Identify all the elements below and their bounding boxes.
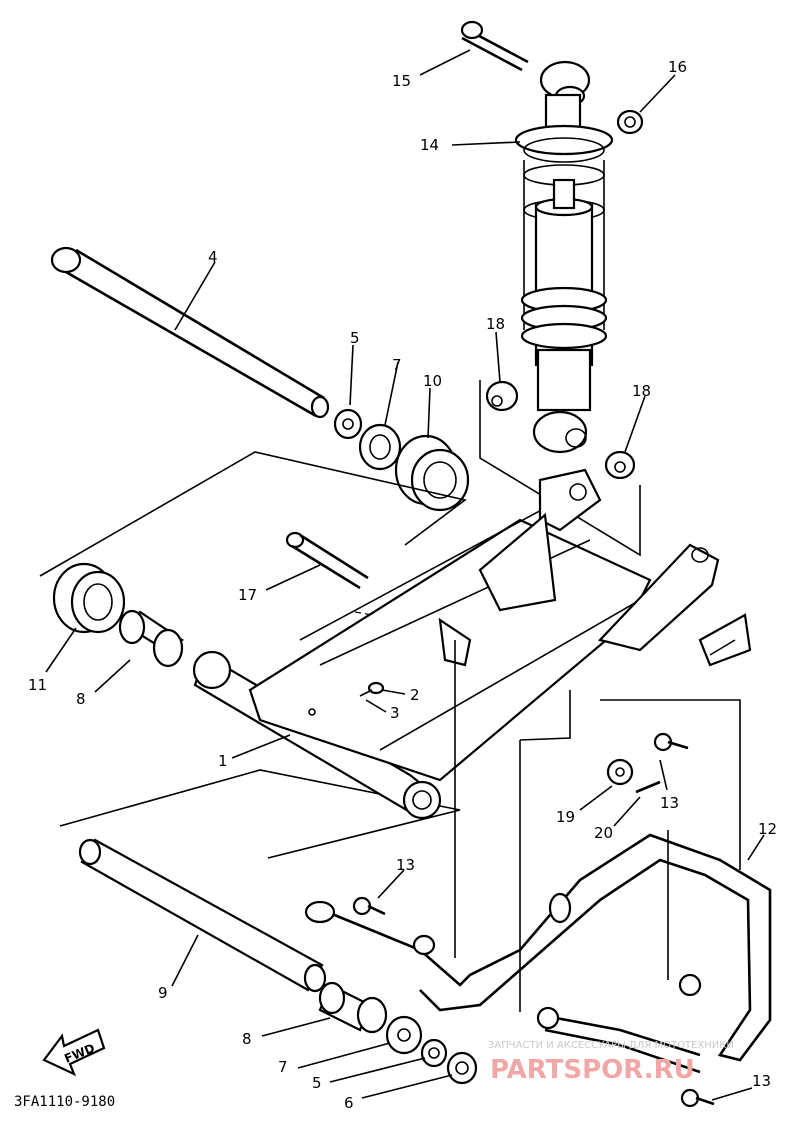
bolt-13	[352, 732, 715, 1108]
watermark: PARTSPOR.RU	[490, 1055, 695, 1085]
pivot-bolt	[50, 246, 330, 419]
guide-line	[519, 690, 571, 741]
catalog-code: 3FA1110-9180	[14, 1094, 115, 1110]
callout-11: 11	[28, 676, 47, 694]
tube-9	[78, 838, 327, 993]
callout-7b: 7	[278, 1058, 288, 1076]
pin-17	[285, 531, 369, 590]
shock-absorber	[460, 20, 644, 454]
callout-13b: 13	[396, 856, 415, 874]
leader-lines	[45, 49, 765, 1101]
callout-2: 2	[410, 686, 420, 704]
callout-18a: 18	[486, 315, 505, 333]
callout-13c: 13	[752, 1072, 771, 1090]
callout-19: 19	[556, 808, 575, 826]
projection-lower	[59, 769, 461, 859]
callout-18b: 18	[632, 382, 651, 400]
callout-17: 17	[238, 586, 257, 604]
bushing-11	[52, 562, 185, 668]
callout-8b: 8	[242, 1030, 252, 1048]
callout-labels: 15 16 14 4 5 7 10 18 18 17 11 8 2 3 1 19…	[28, 58, 777, 1112]
callout-20: 20	[594, 824, 613, 842]
callout-5: 5	[350, 329, 360, 347]
callout-1: 1	[218, 752, 228, 770]
callout-6: 6	[344, 1094, 354, 1112]
watermark-caption: ЗАПЧАСТИ И АКСЕССУАРЫ ДЛЯ МОТОТЕХНИКИ	[488, 1040, 734, 1051]
bushing-set-upper	[333, 408, 470, 512]
callout-12: 12	[758, 820, 777, 838]
callout-16: 16	[668, 58, 687, 76]
callout-4: 4	[208, 248, 218, 266]
projection-upper	[39, 451, 467, 577]
washer-18	[485, 380, 636, 480]
washer-19	[606, 758, 661, 794]
guide-line	[600, 699, 741, 870]
fwd-arrow: FWD	[42, 1028, 106, 1077]
callout-8: 8	[76, 690, 86, 708]
callout-9: 9	[158, 984, 168, 1002]
callout-5b: 5	[312, 1074, 322, 1092]
callout-13a: 13	[660, 794, 679, 812]
rear-arm	[192, 468, 752, 820]
callout-3: 3	[390, 704, 400, 722]
callout-14: 14	[420, 136, 439, 154]
bushing-set-lower	[318, 981, 478, 1085]
callout-15: 15	[392, 72, 411, 90]
guard-bar	[304, 833, 772, 1074]
callout-10: 10	[423, 372, 442, 390]
callout-7: 7	[392, 356, 402, 374]
